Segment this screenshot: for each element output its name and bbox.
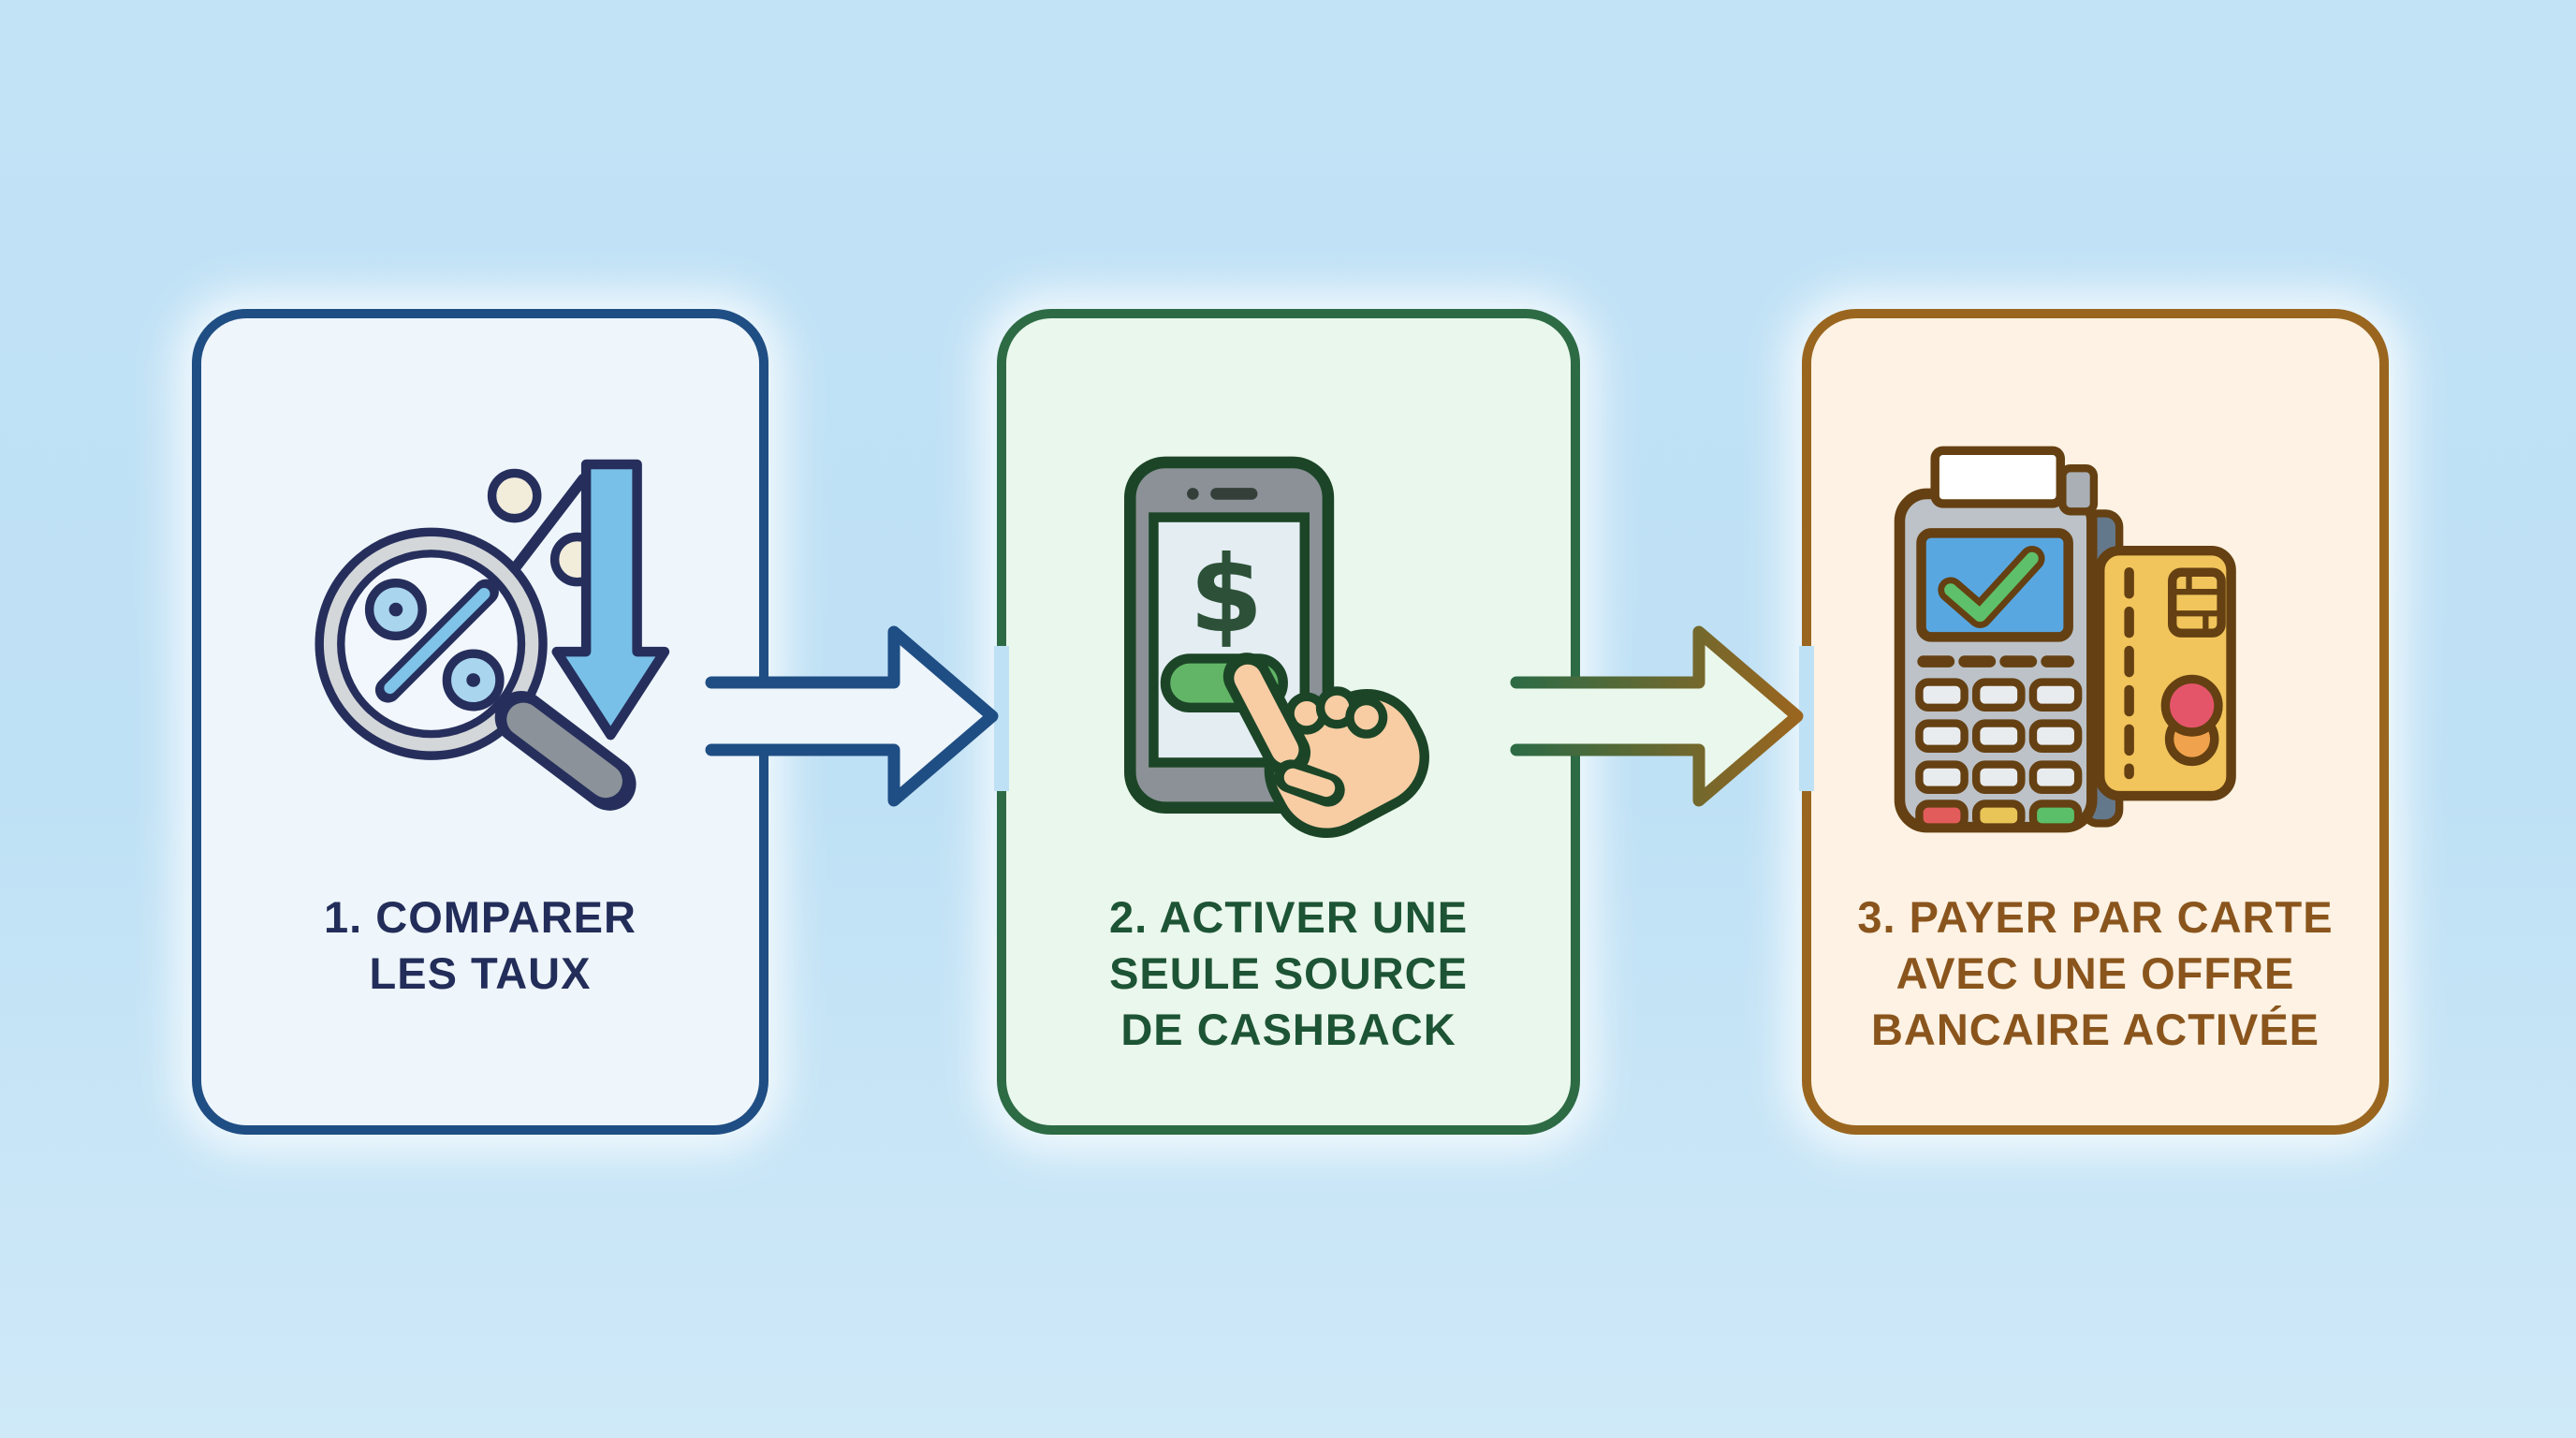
step-3-title: 3. PAYER PAR CARTE AVEC UNE OFFRE BANCAI…	[1857, 892, 2334, 1055]
svg-text:$: $	[1189, 533, 1263, 656]
card3-border-gap	[1799, 646, 1814, 791]
down-arrow-glyph	[551, 459, 670, 741]
pos-terminal-credit-card-icon	[1894, 446, 2236, 833]
tapping-hand-glyph	[1222, 653, 1429, 838]
step-2-title: 2. ACTIVER UNE SEULE SOURCE DE CASHBACK	[1108, 892, 1469, 1055]
step-1-title: 1. COMPARER LES TAUX	[324, 892, 637, 999]
magnifier-percent-down-arrow-icon	[315, 459, 670, 811]
arrow-step2-to-step3-icon	[1510, 594, 1816, 838]
magnifier-glyph	[315, 527, 637, 811]
arrow-step1-to-step2-icon	[705, 594, 1011, 838]
phone-cashback-toggle-icon: $	[1123, 456, 1429, 838]
step-card-1: 1. COMPARER LES TAUX	[192, 309, 768, 1135]
step-card-2: $ 2. ACTIVER UNE SEULE SOURCE DE CASHBAC…	[997, 309, 1580, 1135]
payment-terminal-glyph	[1894, 446, 2098, 833]
step-card-3: 3. PAYER PAR CARTE AVEC UNE OFFRE BANCAI…	[1802, 309, 2389, 1135]
credit-card-glyph	[2094, 545, 2236, 801]
card2-border-gap	[994, 646, 1009, 791]
